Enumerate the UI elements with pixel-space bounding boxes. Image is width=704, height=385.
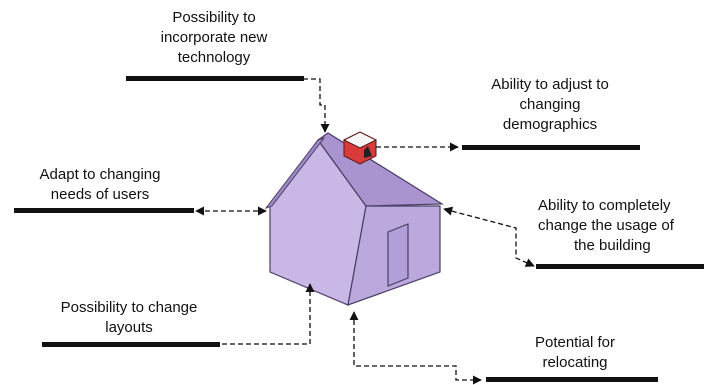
- label-technology-line-3: technology: [177, 49, 251, 66]
- connector-layouts: [222, 283, 315, 345]
- bar-usage: [536, 264, 704, 269]
- label-relocating-line-1: Potential for: [534, 334, 616, 351]
- bar-users: [14, 208, 194, 213]
- bar-technology: [126, 76, 304, 81]
- label-technology-line-1: Possibility to: [172, 9, 256, 26]
- label-usage-line-1: Ability to completely: [538, 197, 671, 214]
- label-usage-line-3: the building: [574, 237, 651, 254]
- label-layouts-line-1: Possibility to change: [60, 299, 198, 316]
- label-demographics: Ability to adjust to changing demographi…: [470, 75, 630, 135]
- bar-relocating: [486, 377, 658, 382]
- label-technology: Possibility to incorporate new technolog…: [139, 8, 289, 68]
- label-relocating-line-2: relocating: [542, 354, 608, 371]
- label-demographics-line-2: changing: [519, 96, 581, 113]
- label-users-line-2: needs of users: [50, 186, 150, 203]
- bar-layouts: [42, 342, 220, 347]
- house-icon: [264, 131, 445, 306]
- connector-technology: [303, 78, 330, 133]
- label-usage-line-2: change the usage of: [538, 217, 674, 234]
- connector-relocating: [349, 311, 482, 385]
- bar-demographics: [462, 145, 640, 150]
- label-users: Adapt to changing needs of users: [20, 165, 180, 205]
- house-door: [387, 223, 409, 287]
- label-users-line-1: Adapt to changing: [39, 166, 161, 183]
- house-roof-edge: [264, 137, 326, 209]
- label-usage: Ability to completely change the usage o…: [538, 196, 704, 256]
- chimney-icon: [342, 131, 378, 165]
- label-layouts: Possibility to change layouts: [44, 298, 214, 338]
- label-technology-line-2: incorporate new: [160, 29, 268, 46]
- connector-usage: [443, 206, 535, 267]
- label-layouts-line-2: layouts: [105, 319, 153, 336]
- label-relocating: Potential for relocating: [500, 333, 650, 373]
- label-demographics-line-3: demographics: [502, 116, 598, 133]
- label-demographics-line-1: Ability to adjust to: [491, 76, 609, 93]
